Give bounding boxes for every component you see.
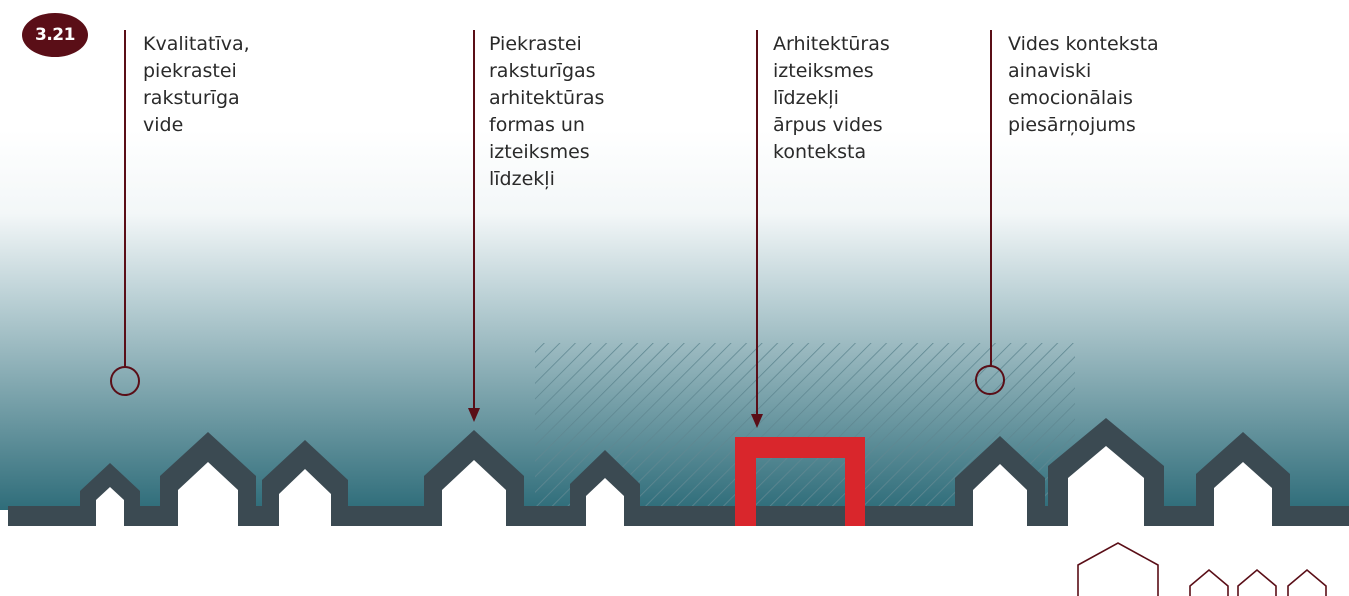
circle-marker-4 <box>975 365 1005 395</box>
next-figure-outline <box>1077 542 1327 596</box>
label-quality-environment: Kvalitatīva, piekrastei raksturīga vide <box>143 33 250 136</box>
pointers <box>110 30 1005 428</box>
house-8-door <box>1214 462 1272 526</box>
figure-number-badge: 3.21 <box>22 13 88 57</box>
hexagon-outline <box>1077 542 1159 596</box>
house-6-door <box>973 464 1027 526</box>
house-3-door <box>279 469 331 526</box>
label-coastal-architecture: Piekrastei raksturīgas arhitektūras form… <box>489 33 605 190</box>
house-1 <box>80 463 140 507</box>
arrow-head-2 <box>468 408 480 422</box>
house-1-door <box>96 487 124 526</box>
house-7-door <box>1068 446 1144 526</box>
houses <box>80 418 1290 526</box>
label-landscape-pollution: Vides konteksta ainaviski emocionālais p… <box>1008 33 1159 136</box>
house-5-door <box>586 478 624 526</box>
arrow-head-3 <box>751 414 763 428</box>
circle-marker-1 <box>110 366 140 396</box>
house-2-door <box>178 462 238 526</box>
roof-outline-3 <box>1287 568 1327 596</box>
roof-outline-1 <box>1189 568 1229 596</box>
label-out-of-context-architecture: Arhitektūras izteiksmes līdzekļi ārpus v… <box>773 33 890 163</box>
roof-outline-2 <box>1237 568 1277 596</box>
out-of-context-building <box>735 437 865 526</box>
house-4-door <box>442 460 506 526</box>
